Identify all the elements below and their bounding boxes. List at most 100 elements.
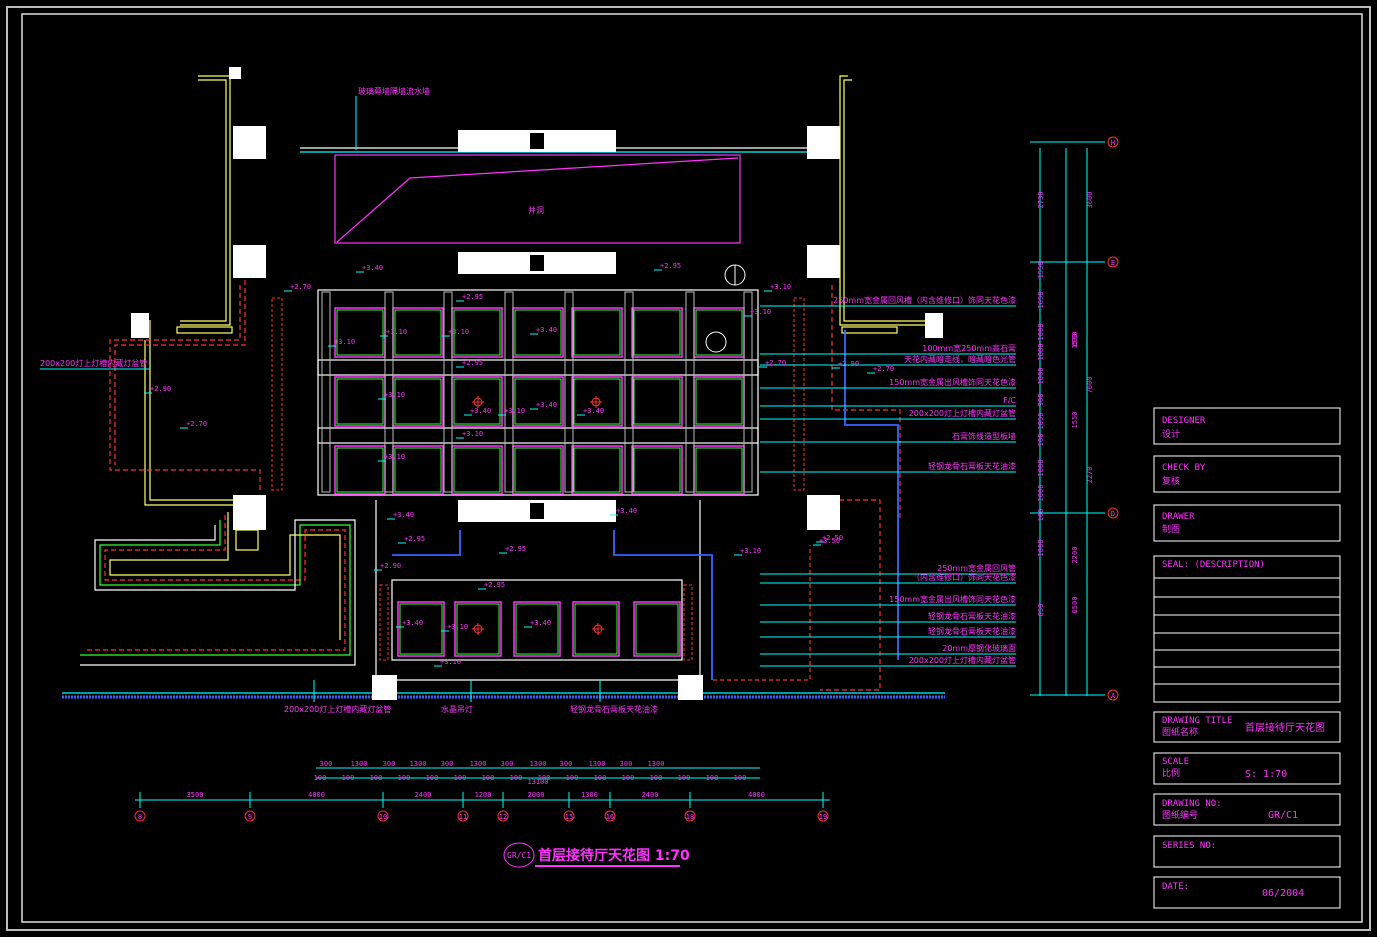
- tb-title-label: DRAWING TITLE: [1162, 716, 1232, 726]
- tb-seal-label: SEAL: (DESCRIPTION): [1162, 560, 1265, 570]
- tb-scale-label: SCALE: [1162, 757, 1189, 767]
- ceiling-panel: [334, 445, 386, 495]
- ceiling-panel-inner: [695, 309, 743, 356]
- dim-text: 100: [566, 774, 579, 782]
- wall-left-top: [180, 75, 231, 326]
- dim-total: 13100: [527, 778, 548, 786]
- dim-text: 100: [650, 774, 663, 782]
- shaft-label: 井洞: [528, 205, 544, 215]
- dim-text: 100: [314, 774, 327, 782]
- ceiling-rib: [384, 291, 394, 493]
- wall-left-top-inner: [180, 79, 227, 322]
- ceiling-rib: [504, 291, 514, 493]
- dim-text: 1550: [1037, 262, 1045, 279]
- ceiling-panel-inner: [514, 447, 562, 493]
- light-trough: [793, 297, 805, 491]
- ceiling-panel: [571, 445, 623, 495]
- tb-number-label: DRAWING NO:: [1162, 799, 1222, 809]
- beam-core: [530, 503, 544, 519]
- wall-left-mid: [149, 320, 240, 501]
- ceiling-panel-inner: [633, 309, 681, 356]
- ceiling-panel-inner: [336, 447, 384, 493]
- right-note: 100mm宽250mm高石膏: [922, 343, 1016, 353]
- dim-text: 2400: [415, 791, 432, 799]
- dim-text: 100: [538, 774, 551, 782]
- ceiling-panel: [631, 376, 683, 427]
- tb-date-value: 06/2004: [1262, 888, 1304, 899]
- ceiling-panel-inner: [394, 378, 442, 425]
- right-note: 250mm宽金属回风槽（内含维修口）饰同天花色漆: [833, 295, 1016, 305]
- level-marker: +3.40: [530, 619, 551, 627]
- dim-text: 2400: [642, 791, 659, 799]
- grid-label: 12: [499, 813, 507, 821]
- ceiling-area-lower: [391, 579, 683, 661]
- tb-scale-box: [1153, 752, 1341, 785]
- dim-text: 850: [1037, 604, 1045, 617]
- dim-text: 300: [560, 760, 573, 768]
- dim-text: 100: [1037, 509, 1045, 522]
- columns: [131, 67, 943, 700]
- level-marker: +3.40: [393, 511, 414, 519]
- column: [233, 495, 266, 530]
- tb-date-label: DATE:: [1162, 882, 1189, 892]
- dim-text: 1300: [648, 760, 665, 768]
- level-marker: +3.40: [536, 401, 557, 409]
- tb-check-cn: 复核: [1162, 475, 1180, 487]
- light-fixtures: [472, 396, 604, 635]
- ceiling-panel-inner: [453, 309, 501, 356]
- lower-panel-inner: [399, 603, 443, 655]
- grid-label: D: [1111, 510, 1115, 518]
- lower-panel: [454, 601, 502, 657]
- ceiling-panel-inner: [573, 447, 621, 493]
- level-marker: +2.95: [462, 359, 483, 367]
- tb-title-box: [1153, 711, 1341, 743]
- left-floor-red: [109, 285, 261, 490]
- ceiling-panel: [693, 445, 745, 495]
- grid-bubble-icon: [1107, 136, 1119, 148]
- ceiling-panel-inner: [394, 447, 442, 493]
- level-marker: +2.70: [290, 283, 311, 291]
- tb-designer-box: [1153, 407, 1341, 445]
- level-marker: +2.70: [765, 359, 786, 367]
- level-marker: +2.50: [822, 534, 843, 542]
- duct-blue-mid: [613, 530, 713, 680]
- dim-text: 100: [342, 774, 355, 782]
- lower-right-outline: [711, 545, 811, 681]
- dim-text: 100: [426, 774, 439, 782]
- ceiling-panel-inner: [453, 378, 501, 425]
- column: [925, 313, 943, 338]
- ceiling-band-2: [317, 427, 759, 444]
- dim-text: 1000: [1037, 485, 1045, 502]
- dim-text: 1550: [1071, 412, 1079, 429]
- level-marker: +2.90: [380, 562, 401, 570]
- column: [807, 126, 840, 159]
- tb-title-value: 首层接待厅天花图: [1245, 721, 1325, 734]
- level-marker: +3.40: [470, 407, 491, 415]
- tb-check-box: [1153, 455, 1341, 493]
- lower-panel: [513, 601, 561, 657]
- ceiling-panel-inner: [336, 378, 384, 425]
- dim-text: 4000: [748, 791, 765, 799]
- dim-text: 1300: [589, 760, 606, 768]
- ceiling-panel-inner: [453, 447, 501, 493]
- level-marker: +3.10: [447, 623, 468, 631]
- ceiling-rib: [443, 291, 453, 493]
- column: [233, 245, 266, 278]
- bottom-label: 水晶吊灯: [441, 704, 473, 714]
- dim-text: 1650: [1037, 292, 1045, 309]
- tb-number-value: GR/C1: [1268, 810, 1298, 821]
- dim-text: 100: [454, 774, 467, 782]
- right-note: 200x200灯上灯槽内藏灯盆管: [909, 655, 1016, 665]
- left-note: 200x200灯上灯槽内藏灯盆管: [40, 358, 147, 368]
- dim-text: 1000: [1037, 324, 1045, 341]
- lower-zone-outline: [375, 500, 701, 681]
- grid-label: 10: [379, 813, 387, 821]
- level-marker: +3.10: [384, 391, 405, 399]
- lower-panel-inner: [574, 603, 618, 655]
- level-marker: +3.10: [384, 453, 405, 461]
- grid-bubble-icon: [377, 810, 389, 822]
- column-hatch-left: [235, 529, 259, 551]
- dim-text: 1200: [475, 791, 492, 799]
- level-marker: +3.10: [740, 547, 761, 555]
